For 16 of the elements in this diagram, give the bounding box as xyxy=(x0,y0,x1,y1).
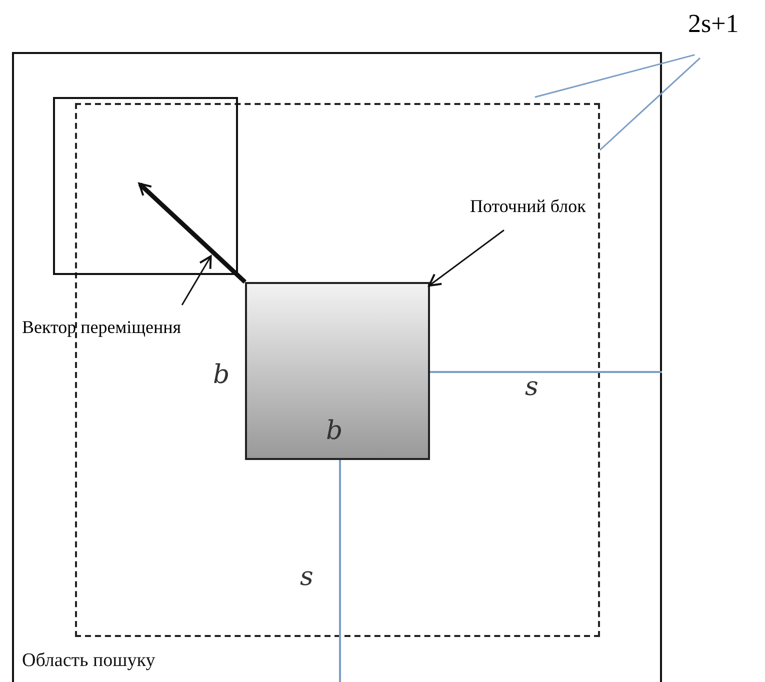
matched-block xyxy=(53,97,238,275)
leader-line xyxy=(534,54,695,98)
dimension-label: b xyxy=(213,360,230,390)
search-area-frame xyxy=(12,52,662,682)
dimension-label: s xyxy=(525,372,538,402)
size-label: 2s+1 xyxy=(688,8,763,44)
dashed-window xyxy=(75,103,600,637)
vector-label: Вектор переміщення xyxy=(22,316,182,366)
dimension-label: b xyxy=(326,416,343,446)
current-block xyxy=(245,282,430,460)
leader-arrow xyxy=(181,255,212,306)
leader-line xyxy=(600,57,700,151)
area-label: Область пошуку xyxy=(22,650,156,672)
leader-arrow xyxy=(428,230,504,287)
block-label: Поточний блок xyxy=(470,195,640,221)
dimension-label: s xyxy=(300,562,314,592)
